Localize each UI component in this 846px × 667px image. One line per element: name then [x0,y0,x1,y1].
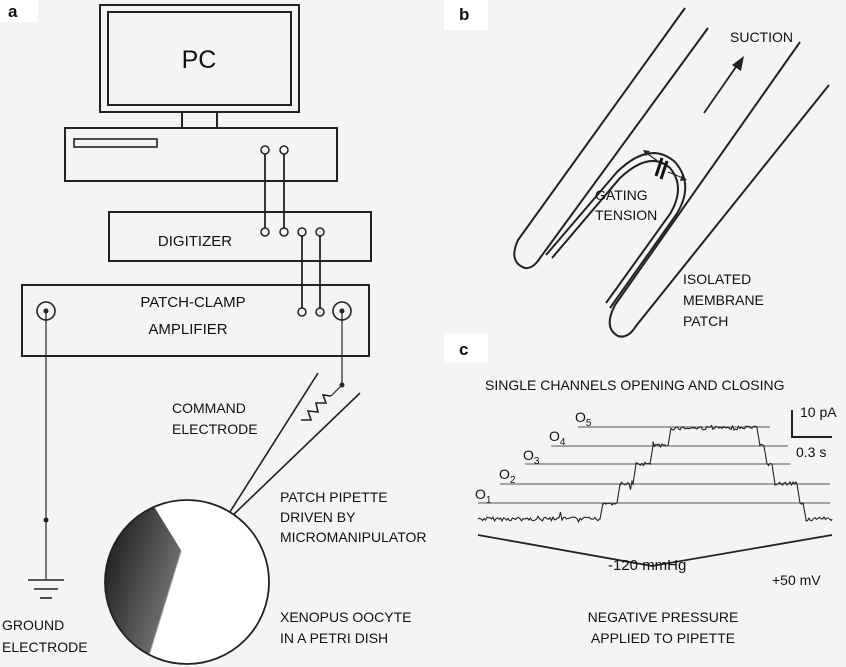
patch-label-3: PATCH [683,313,728,329]
bottom-label-1: NEGATIVE PRESSURE [588,609,739,625]
bottom-label-2: APPLIED TO PIPETTE [591,630,735,646]
scale-bar [791,410,832,438]
ground-label-1: GROUND [2,617,64,633]
command-label-2: ELECTRODE [172,421,258,437]
panel-a: a PC DIGITIZER PATCH [0,0,427,665]
panel-b-letter: b [459,5,469,24]
suction-label: SUCTION [730,29,793,45]
ground-label-2: ELECTRODE [2,639,88,655]
level-lines [478,426,830,504]
gating-label-1: GATING [595,187,648,203]
current-trace [477,424,833,524]
pc-label: PC [182,46,217,74]
ground-electrode [28,313,64,599]
panel-c-letter-bg [444,333,488,363]
level-o3-label: O3 [523,447,540,467]
panel-b: b SUCTION GATING TENSION ISOLATED M [444,0,830,338]
recording-title: SINGLE CHANNELS OPENING AND CLOSING [485,377,785,393]
pipette-label-2: DRIVEN BY [280,509,356,525]
digitizer-box: DIGITIZER [108,211,372,262]
level-o2-label: O2 [499,466,516,486]
patch-label-2: MEMBRANE [683,292,764,308]
command-label-1: COMMAND [172,400,246,416]
amplifier-label-1: PATCH-CLAMP [140,294,245,311]
amplifier-box: PATCH-CLAMP AMPLIFIER [21,284,370,357]
voltage-label: +50 mV [772,572,821,588]
amplifier-label-2: AMPLIFIER [148,321,227,338]
patch-pipette [227,372,361,517]
tension-arrows [643,150,687,181]
pc-monitor: PC [99,4,300,129]
level-o5-label: O5 [575,409,592,429]
level-o1-label: O1 [475,486,492,506]
pressure-protocol-line [477,534,833,567]
panel-b-letter-bg [444,0,488,30]
pc-case [64,127,338,182]
panel-c: c SINGLE CHANNELS OPENING AND CLOSING O1… [444,333,837,646]
pipette-tube [513,7,830,338]
suction-arrow [703,56,744,114]
command-electrode [301,313,345,421]
pressure-label: -120 mmHg [608,557,686,574]
membrane-patch [545,152,687,309]
oocyte-label-1: XENOPUS OOCYTE [280,609,411,625]
pipette-label-1: PATCH PIPETTE [280,489,388,505]
panel-c-letter: c [459,340,468,359]
panel-a-letter: a [8,2,18,21]
scale-current-label: 10 pA [800,404,837,420]
panel-a-letter-bg [0,0,38,22]
level-o4-label: O4 [549,428,566,448]
gating-label-2: TENSION [595,207,657,223]
scale-time-label: 0.3 s [796,444,826,460]
pipette-label-3: MICROMANIPULATOR [280,529,427,545]
oocyte-label-2: IN A PETRI DISH [280,630,388,646]
patch-label-1: ISOLATED [683,271,751,287]
digitizer-label: DIGITIZER [158,233,232,250]
xenopus-oocyte [104,499,270,665]
